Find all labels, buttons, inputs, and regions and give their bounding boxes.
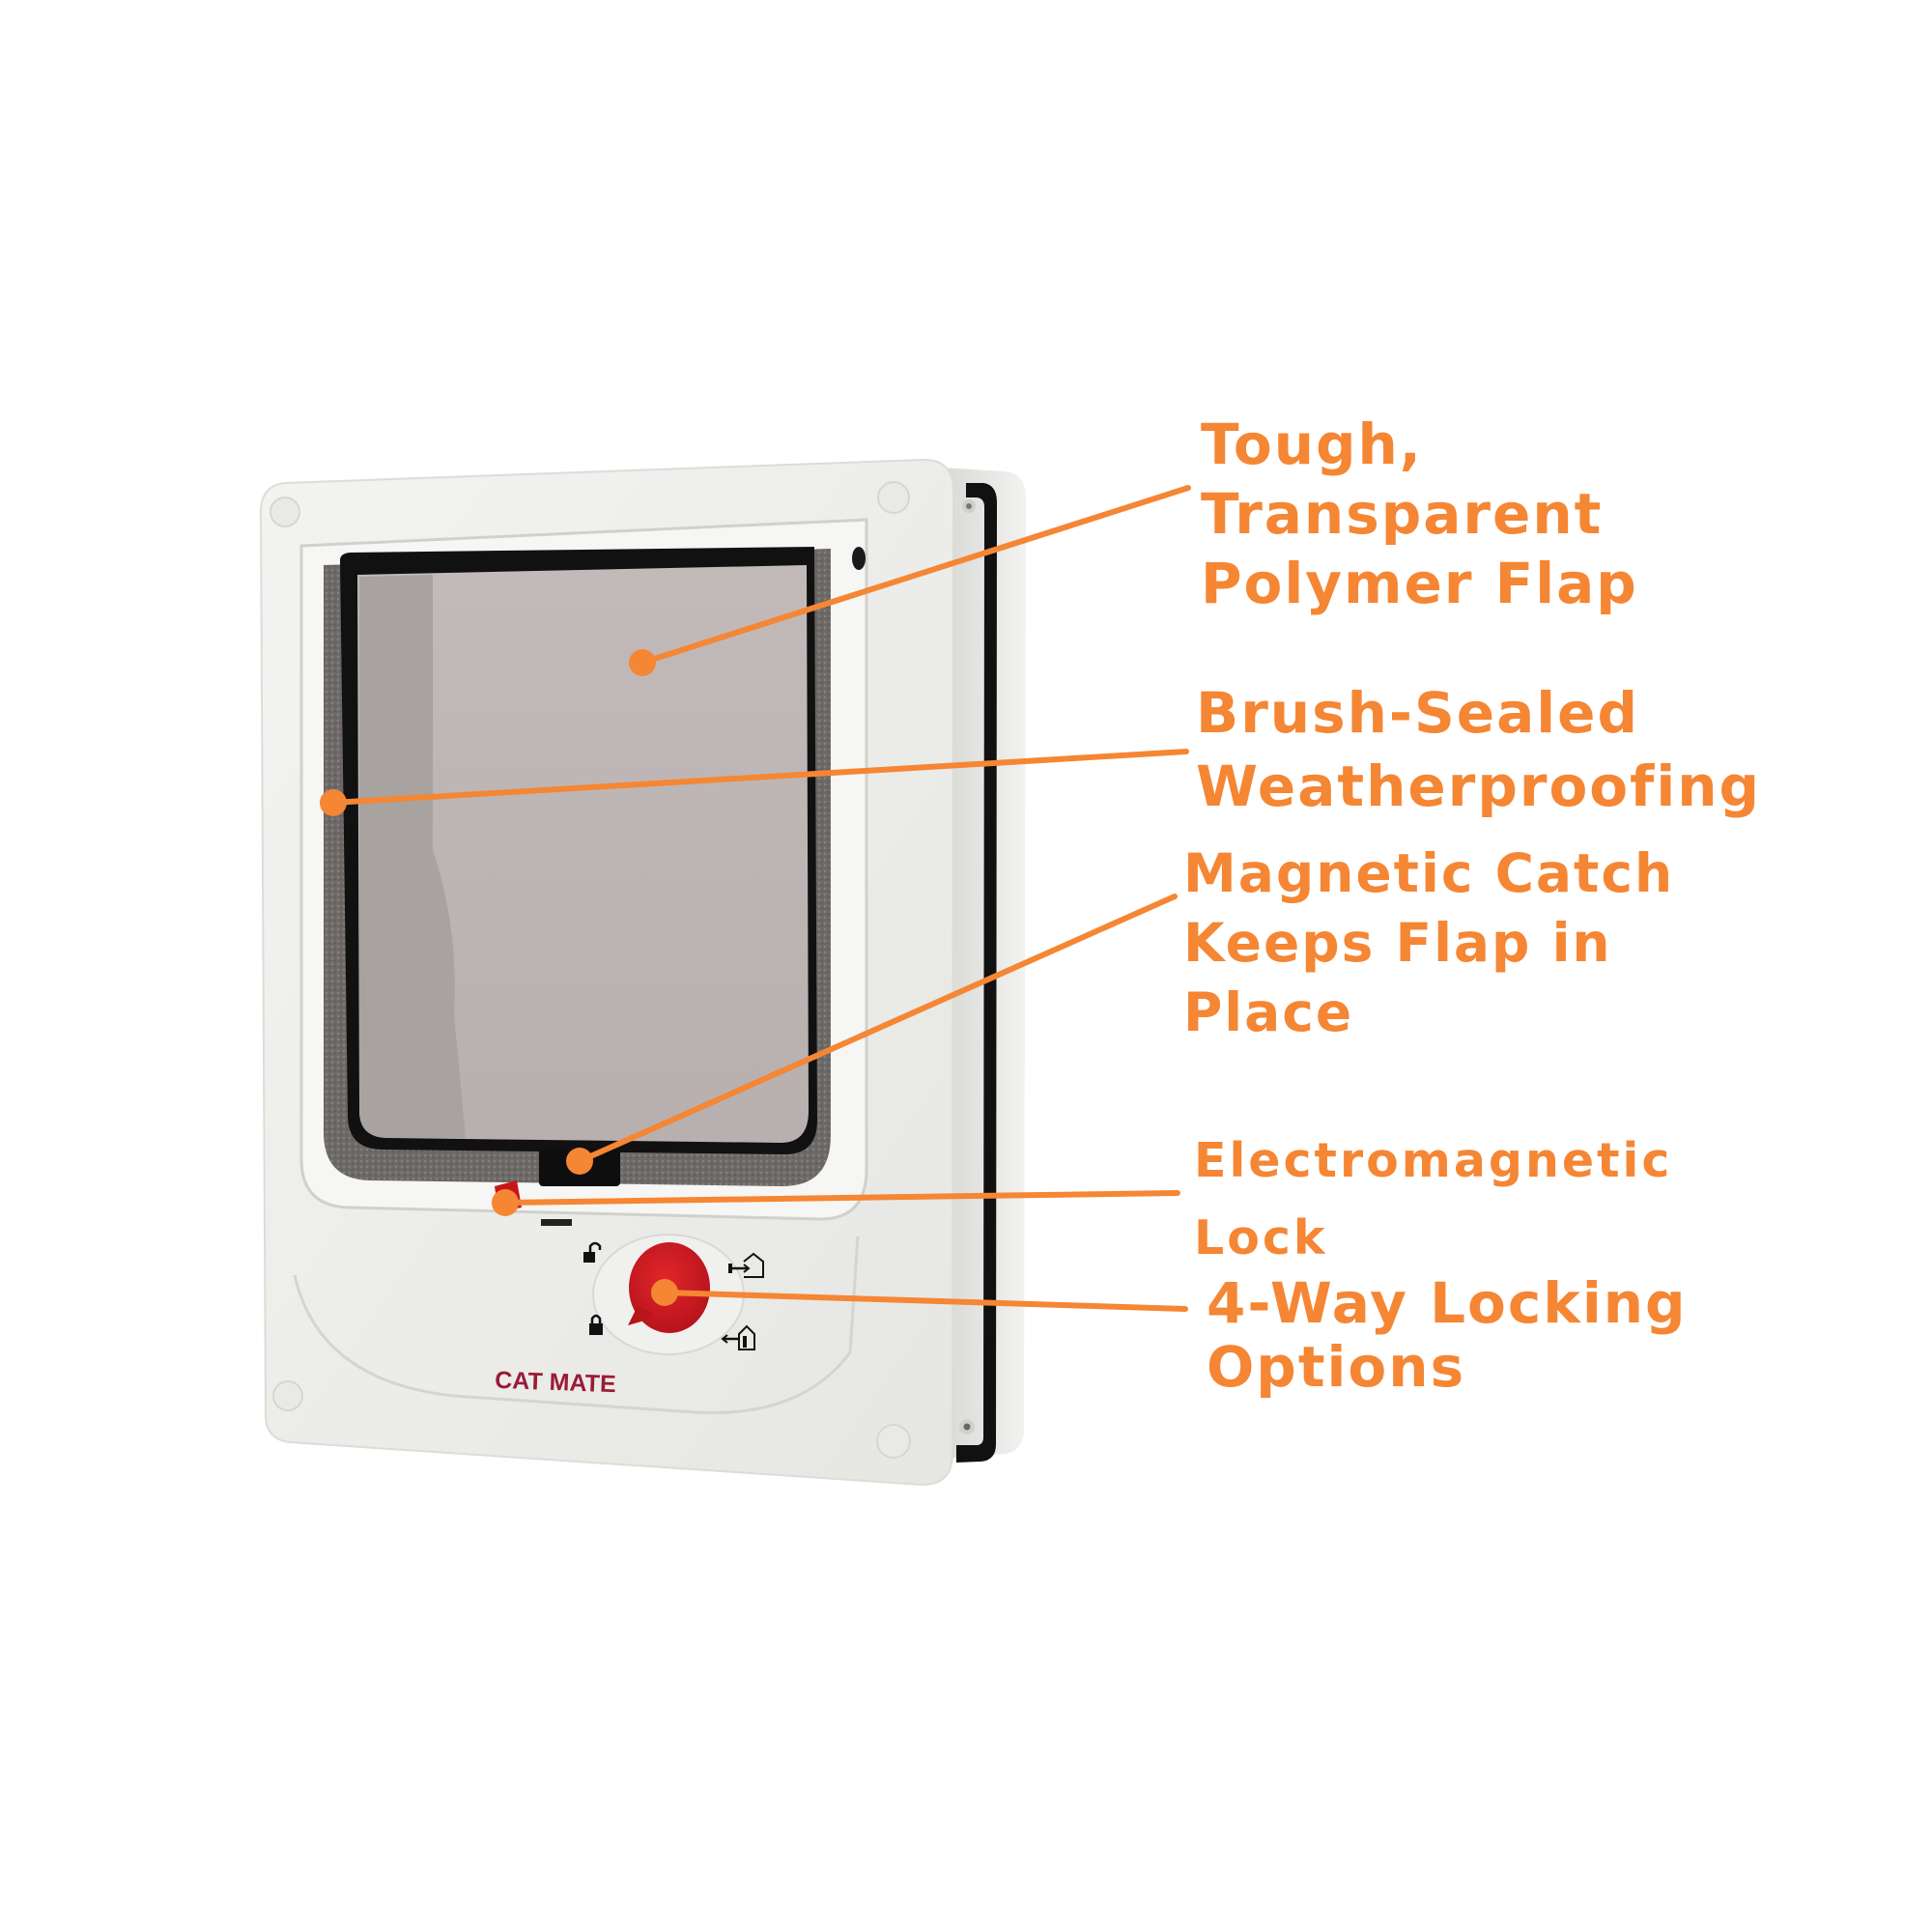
callout-line: Options (1207, 1334, 1466, 1400)
callout-line: Keeps Flap in (1183, 912, 1612, 974)
back-frame (942, 468, 1026, 1463)
leader-locking-options (651, 1279, 1188, 1312)
callout-brush: Brush-Sealed Weatherproofing (1196, 676, 1761, 823)
callout-electromagnetic-lock: Electromagnetic Lock (1194, 1122, 1672, 1277)
leader-magnetic-catch (566, 894, 1178, 1175)
transparent-flap (340, 547, 817, 1186)
callout-line: Brush-Sealed (1196, 680, 1639, 746)
callout-magnetic-catch: Magnetic Catch Keeps Flap in Place (1183, 838, 1674, 1047)
in-only-icon (728, 1252, 764, 1278)
locked-padlock-icon (589, 1314, 603, 1335)
callout-locking-options: 4-Way Locking Options (1207, 1271, 1688, 1399)
callout-leaders (320, 485, 1191, 1312)
leader-electromagnetic-lock (492, 1189, 1180, 1216)
callout-line: 4-Way Locking (1207, 1270, 1688, 1336)
callout-line: Magnetic Catch (1183, 842, 1675, 904)
brand-logo: CAT MATE (495, 1367, 616, 1398)
callout-line: Polymer Flap (1201, 551, 1638, 616)
callout-line: Transparent (1201, 481, 1604, 547)
callout-line: Lock (1194, 1210, 1328, 1265)
unlocked-padlock-icon (583, 1241, 602, 1263)
leader-flap (629, 485, 1191, 676)
callout-flap: Tough, Transparent Polymer Flap (1201, 410, 1638, 618)
leader-brush (320, 749, 1189, 816)
callout-line: Electromagnetic (1194, 1133, 1673, 1188)
callout-line: Tough, (1201, 412, 1423, 477)
callout-line: Place (1183, 981, 1354, 1043)
out-only-icon (721, 1324, 755, 1350)
callout-line: Weatherproofing (1196, 753, 1762, 819)
